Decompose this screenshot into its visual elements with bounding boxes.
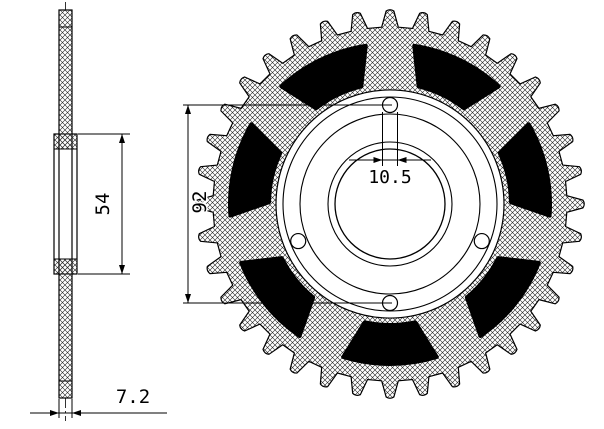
dim-bolt-hole-diameter-label: 10.5 (368, 167, 411, 188)
lightening-cutout (341, 320, 439, 366)
lightening-cutout (279, 43, 368, 111)
dimension-lines (30, 104, 431, 418)
dimension-arrow (72, 410, 81, 416)
bolt-hole (290, 232, 307, 250)
sprocket-side-view (53, 2, 78, 421)
dim-hub-boss-diameter-label: 54 (92, 193, 114, 216)
section-hatch-lower (58, 258, 73, 399)
dimension-arrow (119, 134, 125, 143)
dimension-labels: 54 92 10.5 7.2 (91, 166, 414, 410)
lightening-cutout (412, 43, 501, 111)
bolt-hole (473, 232, 490, 250)
boss-hatch-upper (53, 133, 78, 150)
hub-circle (327, 141, 453, 267)
hub-circle (299, 113, 481, 295)
sprocket-front-view (195, 9, 585, 399)
lightening-cutout (497, 122, 552, 218)
boss-hatch-lower (53, 258, 78, 275)
dimension-arrow (185, 105, 191, 114)
dimension-arrow (373, 157, 383, 163)
lightening-cutout (239, 256, 316, 338)
lightening-cutout (228, 122, 283, 218)
dimension-arrow (397, 157, 407, 163)
dim-bolt-circle-diameter-label: 92 (189, 191, 211, 214)
dimension-arrow (50, 410, 59, 416)
section-hatch-upper (58, 9, 73, 150)
lightening-cutout (464, 256, 541, 338)
dim-plate-thickness-label: 7.2 (116, 386, 150, 408)
center-bore (334, 148, 446, 260)
dimension-arrow (119, 265, 125, 274)
dimension-arrow (185, 294, 191, 303)
